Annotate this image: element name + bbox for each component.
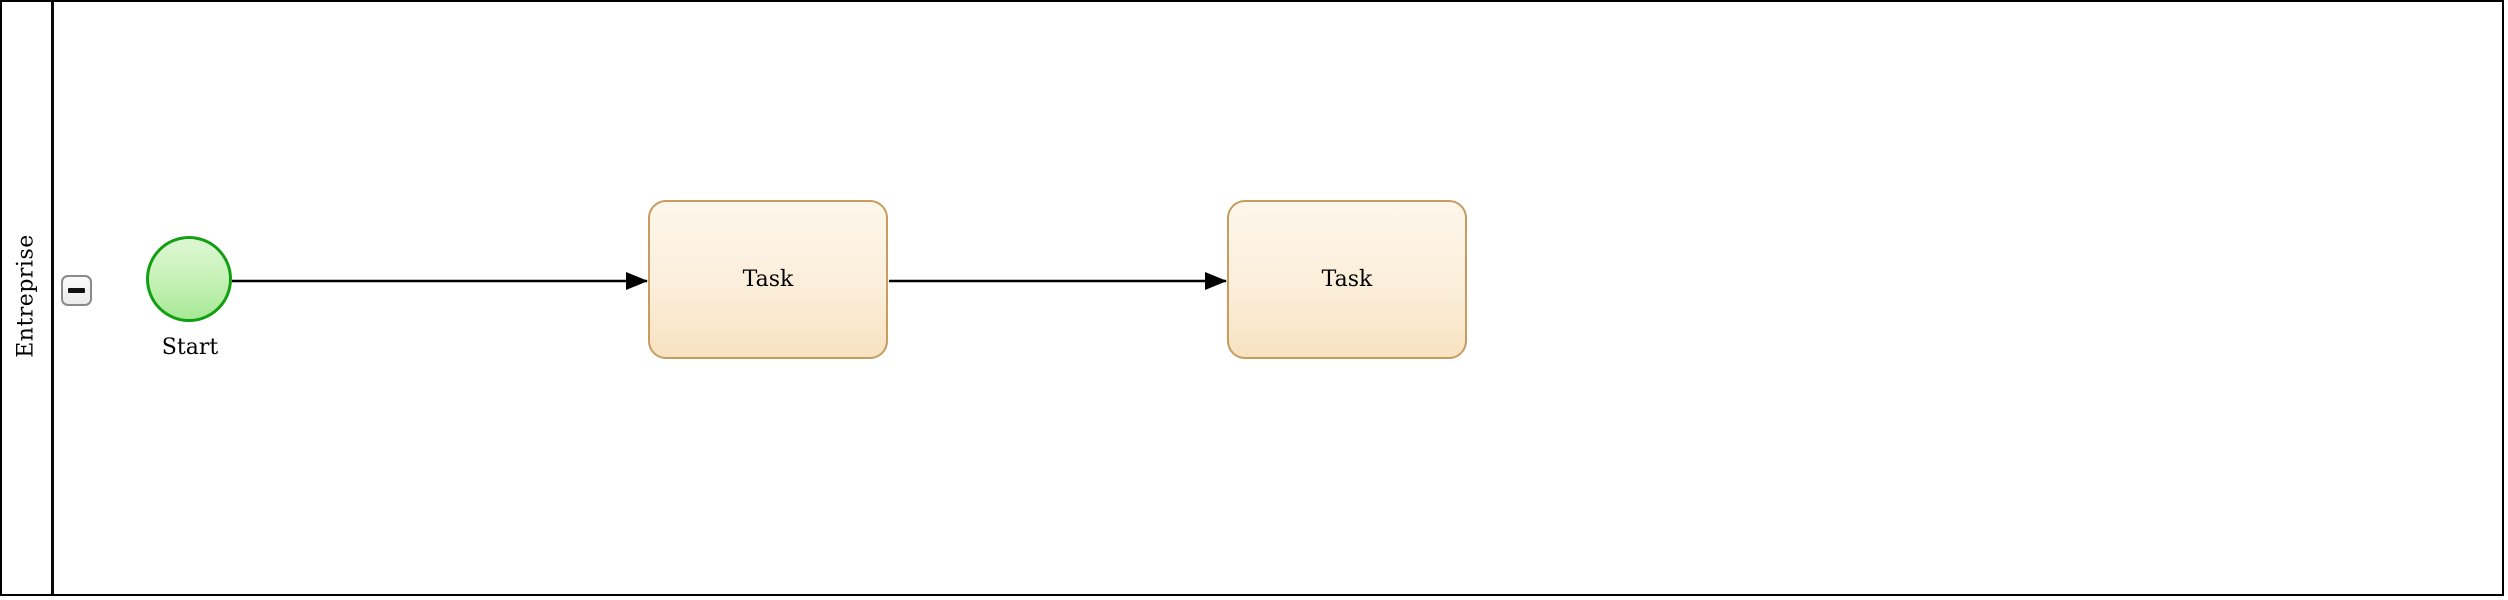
collapse-pool-button[interactable] — [61, 275, 92, 306]
start-event-label: Start — [161, 335, 219, 360]
start-event[interactable] — [146, 236, 232, 322]
task-2[interactable]: Task — [1227, 200, 1467, 359]
minus-icon — [68, 288, 85, 293]
task-2-label: Task — [1321, 267, 1373, 292]
task-1[interactable]: Task — [648, 200, 888, 359]
pool-name-strip[interactable]: Entreprise — [2, 2, 54, 594]
pool-label: Entreprise — [13, 234, 39, 358]
task-1-label: Task — [742, 267, 794, 292]
